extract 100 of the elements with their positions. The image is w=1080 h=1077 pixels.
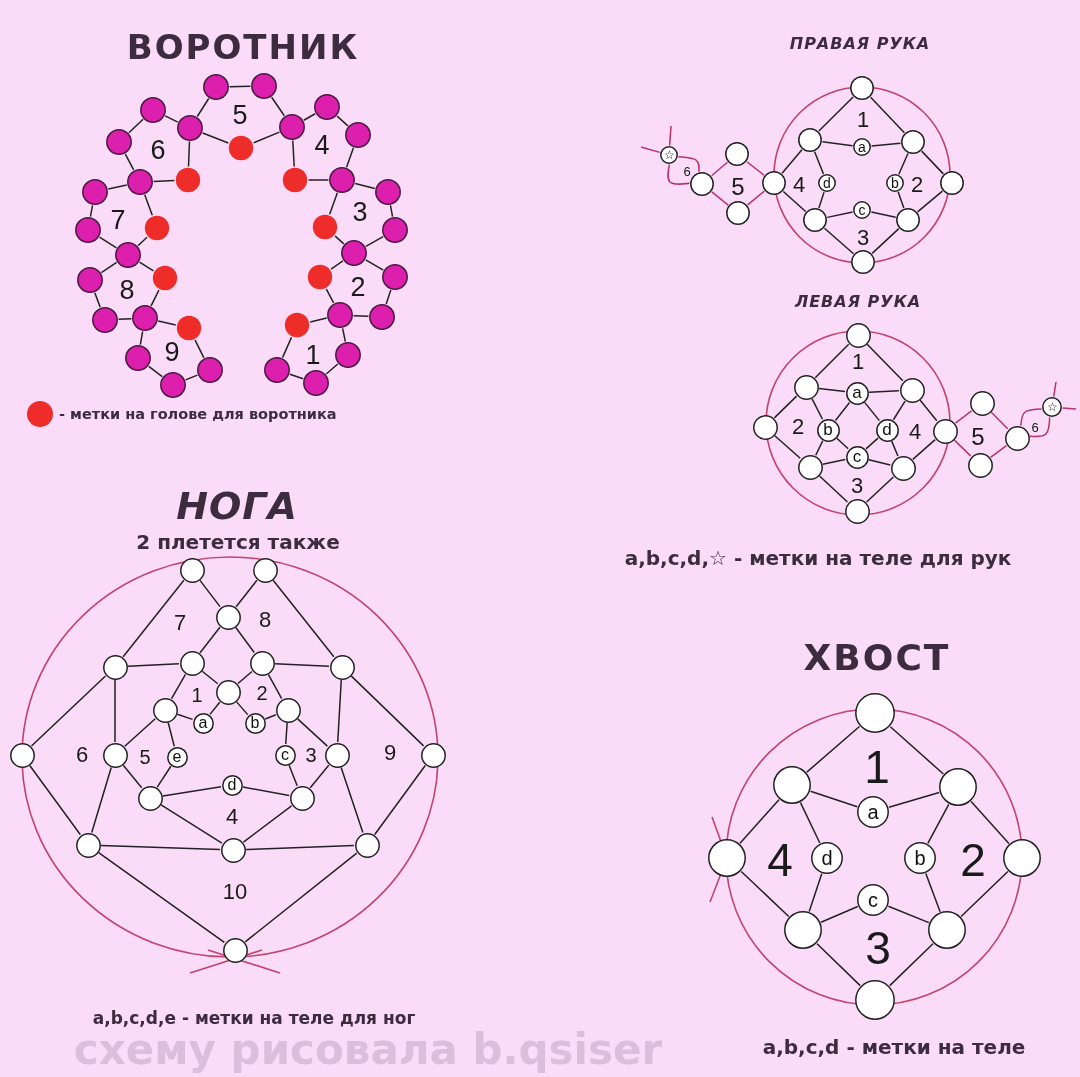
thread-line: [927, 803, 950, 845]
bead: [221, 774, 243, 796]
marker-bead: [175, 167, 201, 193]
bead: [203, 74, 229, 100]
bead: [803, 208, 827, 232]
row-number: 2: [910, 174, 924, 196]
marker-bead: [152, 265, 178, 291]
bead: [324, 742, 350, 768]
row-number: 5: [971, 425, 985, 449]
bead: [179, 650, 205, 676]
bead: [197, 357, 223, 383]
thread-line: [818, 96, 854, 132]
thread-line: [868, 389, 900, 394]
thread-line: [892, 400, 906, 421]
thread-line: [292, 139, 295, 168]
thread-line: [137, 236, 148, 247]
thread-line: [870, 211, 897, 219]
thread-line: [160, 804, 223, 844]
bead: [853, 138, 871, 156]
thread-line: [150, 289, 160, 307]
bead: [969, 390, 995, 416]
thread-line: [834, 401, 851, 422]
bead: [77, 267, 103, 293]
thread-line: [91, 766, 112, 834]
thread-line: [100, 261, 118, 274]
thread-line: [868, 459, 891, 466]
thread-line: [816, 942, 861, 987]
bead-letter: a: [867, 801, 879, 822]
thread-line: [235, 579, 258, 608]
bead: [845, 322, 871, 348]
bead: [853, 201, 871, 219]
marker-bead: [312, 214, 338, 240]
row-number: 3: [352, 198, 368, 226]
bead-letter: b: [914, 847, 926, 868]
row-number: 3: [856, 227, 870, 249]
bead: [855, 980, 895, 1020]
thread-line: [114, 679, 116, 743]
bead: [857, 796, 889, 828]
row-number: 3: [865, 925, 891, 971]
bead-letter: d: [821, 847, 833, 868]
row-number: 4: [314, 131, 330, 159]
row-number: 4: [225, 806, 239, 828]
thread-line: [124, 153, 135, 171]
thread-line: [285, 722, 288, 745]
thread-line: [374, 764, 426, 836]
legend-text: - метки на голове для воротника: [59, 406, 337, 422]
row-number: 6: [683, 164, 691, 178]
thread-line: [1029, 416, 1051, 438]
bead: [125, 345, 151, 371]
thread-line: [209, 701, 221, 716]
bead: [845, 445, 869, 469]
bead: [850, 76, 874, 100]
bead: [75, 832, 101, 858]
bead: [215, 679, 241, 705]
bead: [811, 842, 843, 874]
thread-line: [668, 125, 672, 147]
thread-line: [138, 261, 155, 272]
row-number: 7: [110, 206, 126, 234]
bead-letter: c: [852, 448, 862, 466]
thread-line: [325, 363, 339, 375]
thread-line: [869, 96, 906, 134]
bead: [275, 697, 301, 723]
thread-line: [170, 673, 187, 700]
thread-line: [341, 327, 347, 343]
thread-line: [340, 766, 364, 834]
note-text: 2 плетется также: [136, 532, 340, 552]
thread-line: [350, 675, 425, 747]
thread-line: [1020, 408, 1043, 427]
bead: [375, 179, 401, 205]
thread-line: [242, 805, 293, 843]
marker-bead: [307, 264, 333, 290]
thread-line: [954, 410, 973, 424]
bead: [329, 654, 355, 680]
thread-line: [865, 476, 895, 503]
thread-line: [157, 320, 177, 326]
thread-line: [811, 397, 824, 420]
thread-line: [242, 786, 290, 797]
bead: [857, 884, 889, 916]
bead-letter: d: [823, 175, 831, 190]
thread-line: [746, 161, 765, 176]
thread-line: [148, 365, 163, 378]
thread-line: [330, 260, 344, 270]
thread-line: [167, 721, 175, 747]
thread-line: [98, 236, 118, 249]
thread-line: [201, 132, 230, 144]
thread-line: [89, 204, 94, 218]
thread-line: [640, 146, 661, 154]
thread-line: [29, 764, 81, 836]
thread-line: [919, 399, 938, 422]
thread-line: [865, 437, 879, 450]
thread-line: [863, 401, 881, 422]
thread-line: [953, 439, 972, 457]
thread-line: [887, 905, 930, 924]
thread-line: [365, 259, 384, 271]
bead: [152, 697, 178, 723]
row-number: 2: [256, 683, 268, 703]
thread-line: [328, 192, 339, 215]
bead: [303, 370, 329, 396]
thread-line: [187, 140, 191, 168]
thread-line: [201, 670, 219, 685]
